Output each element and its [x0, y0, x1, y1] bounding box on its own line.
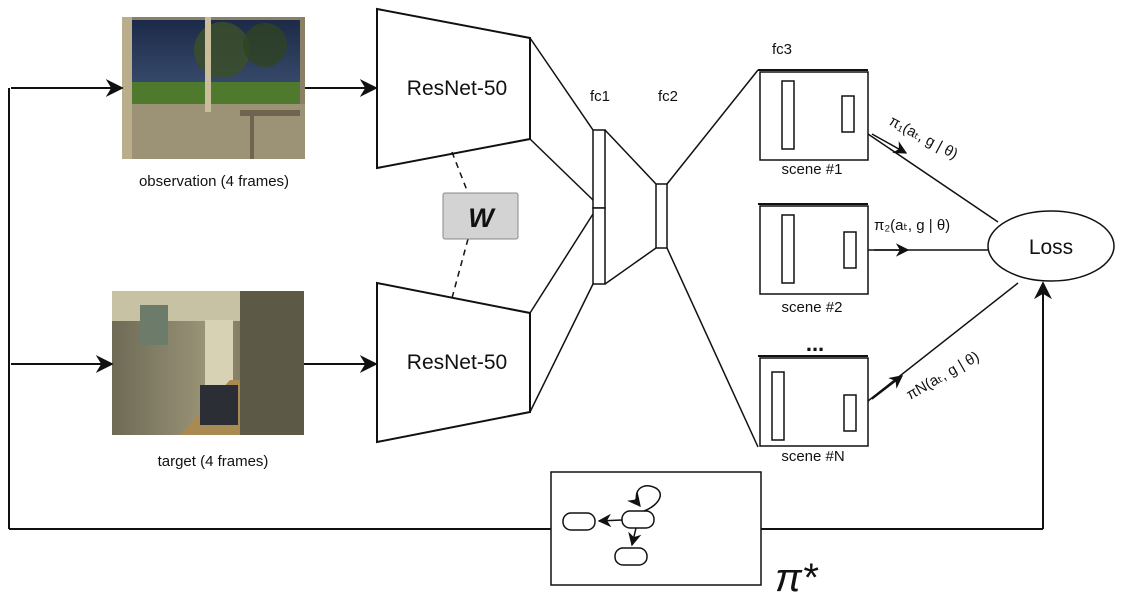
scene1-policy-out — [841, 95, 855, 133]
policy-graph-icon — [562, 485, 661, 566]
scene2-label: scene #2 — [782, 299, 843, 316]
scene-ellipsis: ... — [806, 331, 824, 356]
fc1-to-fc2-line — [604, 247, 657, 285]
scene1-to-loss-line — [867, 133, 999, 223]
fc2-label: fc2 — [658, 88, 678, 105]
scene1-head — [759, 71, 869, 161]
resnet-bottom-label: ResNet-50 — [407, 351, 507, 374]
scene1-output-arrow — [871, 133, 908, 154]
fc2-to-scene1-line — [666, 69, 759, 185]
scene2-fc3-wide — [781, 214, 795, 284]
sceneN-policy-label: πN(aₜ, g | θ) — [904, 348, 983, 403]
fc1-bottom-half — [592, 207, 606, 285]
fc2-layer — [655, 183, 668, 249]
resnet-top-to-fc1-line — [529, 138, 594, 201]
shared-weights-link-bottom — [451, 238, 469, 299]
fc1-top-half — [592, 129, 606, 209]
sceneN-policy-out — [843, 394, 857, 432]
scene2-policy-label: π₂(aₜ, g | θ) — [874, 217, 950, 234]
loss-node — [987, 210, 1115, 282]
scene1-policy-label: π₁(aₜ, g | θ) — [886, 113, 961, 163]
sceneN-label: scene #N — [781, 448, 844, 465]
fc3-label: fc3 — [772, 41, 792, 58]
resnet-bottom-to-fc1-line — [529, 283, 594, 413]
fc1-to-fc2-line — [604, 129, 657, 185]
fc1-label: fc1 — [590, 88, 610, 105]
target-caption: target (4 frames) — [158, 453, 269, 470]
observation-caption: observation (4 frames) — [139, 173, 289, 190]
optimal-policy-label: π* — [775, 556, 819, 600]
shared-weights-link-top — [451, 151, 469, 194]
observation-image — [122, 17, 305, 159]
shared-weights-label: W — [468, 203, 496, 233]
scene1-label: scene #1 — [782, 161, 843, 178]
shared-weights-box — [442, 192, 519, 240]
resnet-bottom-to-fc1-line — [529, 213, 594, 314]
scene2-policy-out — [843, 231, 857, 269]
target-image — [112, 291, 304, 435]
resnet-top-label: ResNet-50 — [407, 77, 507, 100]
loss-label: Loss — [1029, 236, 1073, 259]
scene1-fc3-wide — [781, 80, 795, 150]
resnet-top-to-fc1-line — [529, 37, 594, 131]
fc2-to-sceneN-line — [666, 247, 759, 448]
sceneN-output-arrow — [871, 375, 904, 400]
sceneN-fc3-wide — [771, 371, 785, 441]
